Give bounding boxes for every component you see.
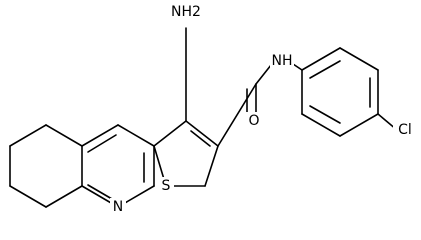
bond-cyclohexane-5 [9, 124, 47, 147]
bond-cyclohexane-4 [45, 124, 83, 147]
chloro-label-background [393, 121, 417, 139]
bond-cyclohexane-1 [9, 185, 47, 208]
bond-thiophene-1 [153, 120, 187, 147]
bond-cyclohexane-2 [45, 185, 83, 208]
amino-label-background [170, 3, 202, 21]
bond-pyridine-2 [117, 124, 155, 147]
bond-pyridine-double-3 [87, 184, 113, 200]
bond-phenyl-1 [301, 47, 341, 71]
bond-thiophene-3 [204, 145, 219, 187]
amide-nh-label: NH [272, 53, 293, 69]
pyridine-nitrogen-label-background [110, 198, 126, 213]
carbonyl-oxygen-label: O [248, 113, 259, 129]
bond-thiophene-2 [185, 120, 219, 147]
bond-phenyl-double-1 [309, 60, 341, 79]
bond-amide-c [217, 83, 257, 147]
molecule-structure: NH2 NH O S N Cl [9, 3, 417, 213]
bond-pyridine-1 [81, 124, 119, 147]
chloro-label: Cl [398, 122, 412, 138]
bond-phenyl-4 [339, 113, 379, 137]
amide-nh-label-background [270, 52, 294, 70]
carbonyl-oxygen-label-background [246, 112, 262, 130]
bond-lines [9, 27, 398, 208]
bond-phenyl-2 [339, 47, 379, 71]
bond-pyridine-double-1 [87, 134, 117, 153]
bond-phenyl-double-3 [309, 105, 341, 124]
bond-phenyl-5 [301, 113, 341, 137]
amino-group-label: NH2 [171, 4, 201, 20]
thiophene-sulfur-label: S [162, 178, 171, 194]
bond-thiophene-double [190, 130, 211, 147]
atom-labels: NH2 NH O S N Cl [110, 3, 417, 213]
pyridine-nitrogen-label: N [113, 199, 123, 213]
thiophene-sulfur-label-background [160, 177, 174, 195]
